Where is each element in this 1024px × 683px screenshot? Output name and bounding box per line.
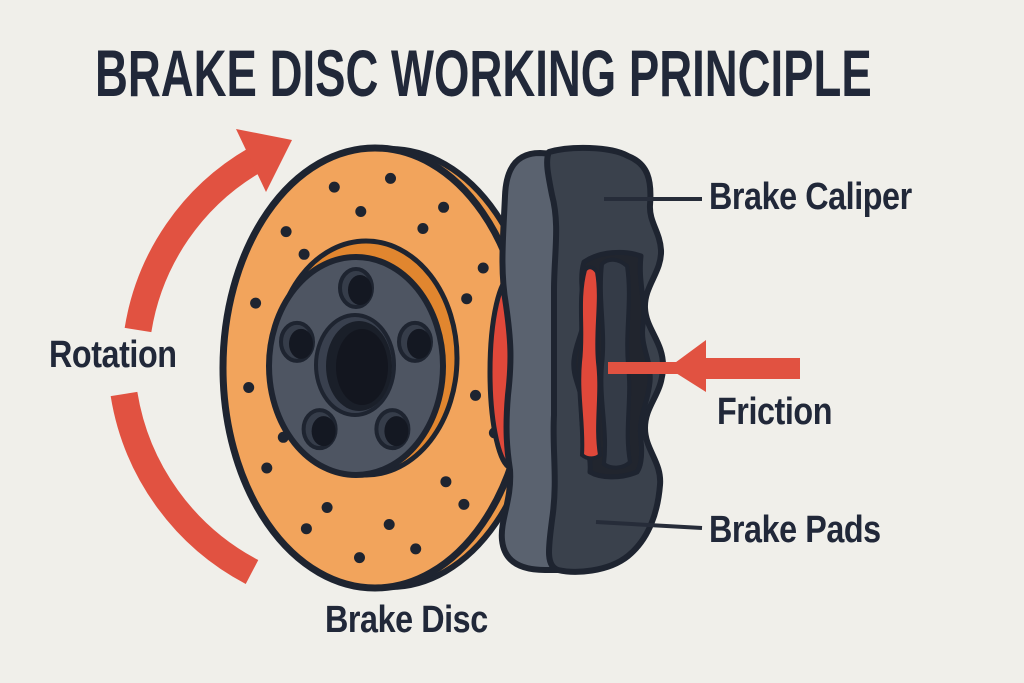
drilled-hole	[250, 297, 262, 309]
rotation-label: Rotation	[49, 334, 177, 376]
center-bore-core	[336, 329, 388, 405]
drilled-hole	[261, 462, 273, 474]
drilled-holes	[243, 172, 507, 564]
diagram-title: BRAKE DISC WORKING PRINCIPLE	[95, 36, 872, 110]
rotation-arc-upper	[124, 148, 262, 333]
brake-disc-label: Brake Disc	[325, 599, 488, 641]
drilled-hole	[321, 502, 333, 513]
drilled-hole	[243, 382, 255, 393]
drilled-hole	[298, 248, 310, 260]
drilled-hole	[470, 389, 481, 401]
drilled-hole	[355, 206, 367, 217]
drilled-hole	[458, 498, 470, 510]
friction-arrow-shaft	[705, 358, 800, 379]
drilled-hole	[410, 543, 422, 555]
drilled-hole	[477, 262, 489, 274]
drilled-hole	[438, 201, 450, 213]
pads-label-line	[595, 520, 703, 530]
lug-hole-shadow	[289, 328, 313, 359]
drilled-hole	[383, 519, 395, 530]
brake-caliper-graphic	[487, 144, 667, 575]
drilled-hole	[328, 181, 340, 193]
rotation-arrowhead	[236, 129, 292, 192]
lug-hole-shadow	[384, 416, 409, 447]
friction-label: Friction	[717, 391, 833, 433]
friction-arrow-icon	[608, 340, 800, 392]
drilled-hole	[440, 476, 452, 488]
drilled-hole	[280, 226, 292, 238]
lug-hole-shadow	[348, 275, 372, 305]
lug-hole-shadow	[311, 416, 336, 447]
lug-hole-shadow	[407, 328, 431, 359]
brake-pad-right	[577, 265, 603, 461]
drilled-hole	[461, 293, 473, 305]
drilled-hole	[300, 523, 312, 535]
brake-pads-label: Brake Pads	[709, 509, 881, 551]
brake-caliper-label: Brake Caliper	[709, 176, 912, 218]
drilled-hole	[354, 552, 365, 564]
drilled-hole	[417, 223, 429, 234]
friction-arrowhead	[668, 340, 706, 392]
lug-holes	[279, 267, 433, 451]
rotation-arc-lower	[110, 391, 259, 584]
rotation-arrow-icon	[110, 129, 292, 584]
drilled-hole	[385, 172, 396, 184]
